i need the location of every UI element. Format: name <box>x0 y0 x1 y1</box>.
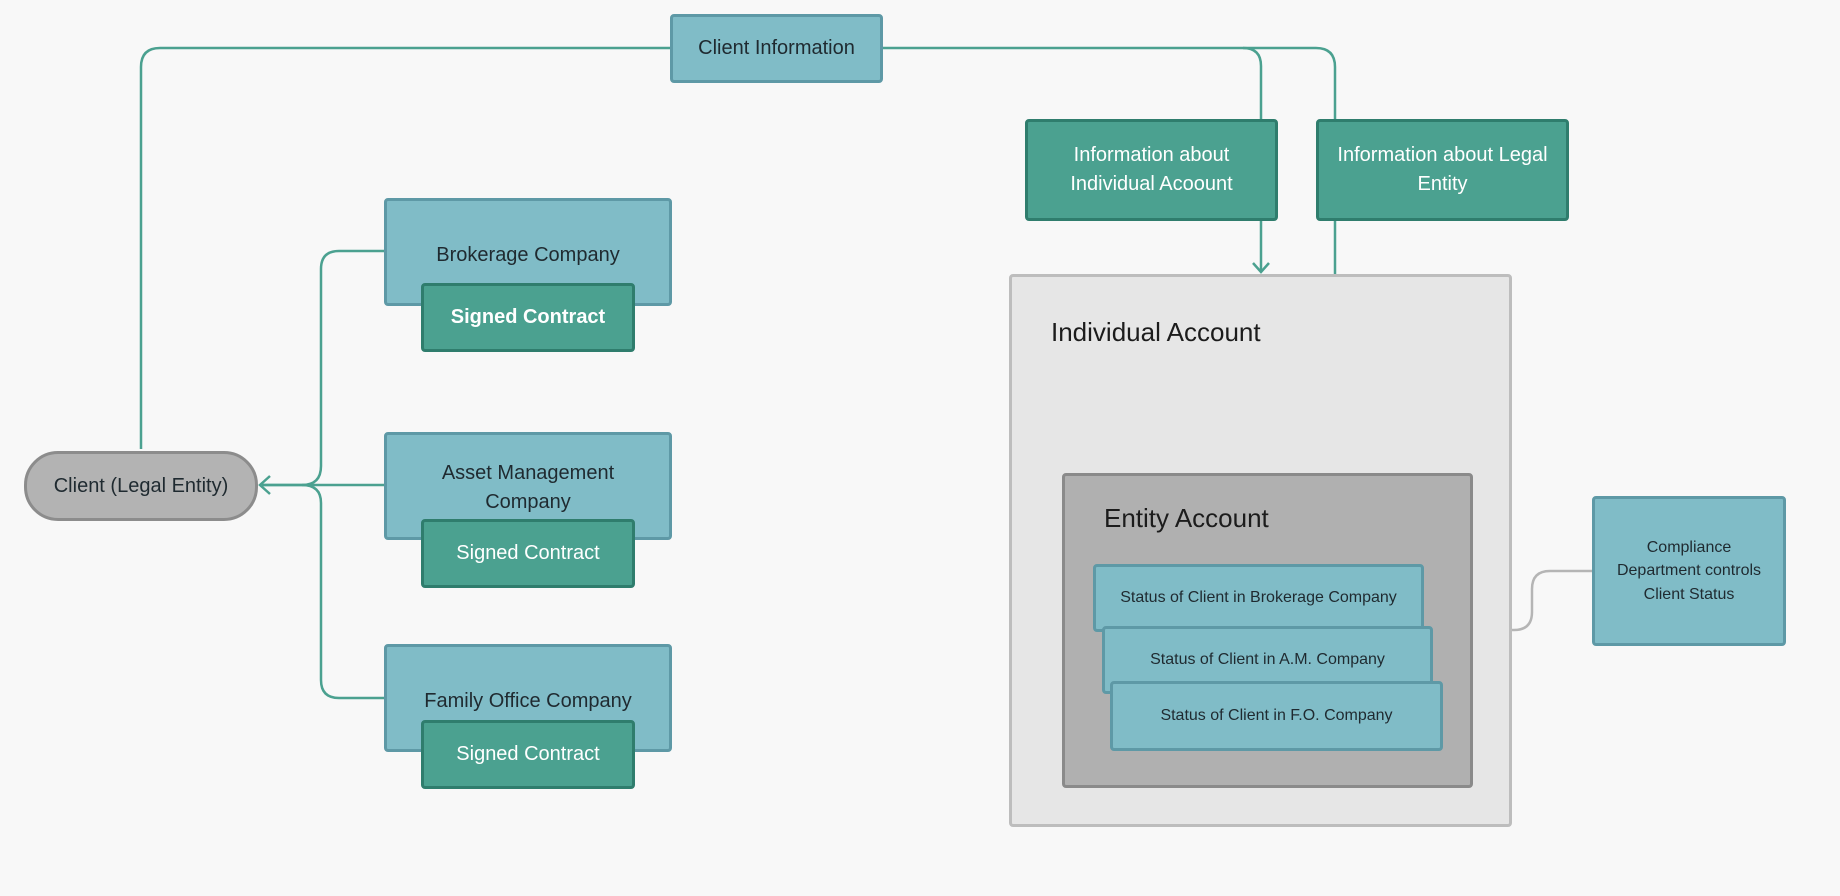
info-individual-account-label: Information about Individual Acoount <box>1070 144 1233 195</box>
status-brokerage-label: Status of Client in Brokerage Company <box>1120 589 1397 607</box>
line-client-info-to-client <box>139 46 670 449</box>
status-brokerage-box: Status of Client in Brokerage Company <box>1093 564 1424 632</box>
status-asset-management-label: Status of Client in A.M. Company <box>1150 651 1385 669</box>
entity-account-title: Entity Account <box>1104 503 1269 533</box>
arrow-individual-account <box>1252 262 1270 274</box>
compliance-label: Compliance Department controls Client St… <box>1616 539 1762 603</box>
status-family-office-label: Status of Client in F.O. Company <box>1160 707 1393 725</box>
individual-account-title: Individual Account <box>1051 317 1261 347</box>
info-legal-entity-box: Information about Legal Entity <box>1316 119 1569 221</box>
info-legal-entity-label: Information about Legal Entity <box>1337 144 1548 195</box>
compliance-box: Compliance Department controls Client St… <box>1592 496 1786 646</box>
line-entity-to-compliance <box>1474 569 1592 632</box>
client-legal-entity-label: Client (Legal Entity) <box>53 474 229 497</box>
info-individual-account-box: Information about Individual Acoount <box>1025 119 1278 221</box>
family-office-company-label: Family Office Company <box>424 690 632 712</box>
line-family-office-to-client <box>301 483 384 700</box>
asset-management-company-label: Asset Management Company <box>441 462 615 513</box>
line-client-info-to-entity-account <box>1243 46 1337 473</box>
asset-management-signed-contract-label: Signed Contract <box>456 542 600 564</box>
family-office-signed-contract-label: Signed Contract <box>456 743 600 765</box>
brokerage-company-label: Brokerage Company <box>436 244 620 266</box>
line-brokerage-to-client <box>262 249 384 487</box>
family-office-signed-contract: Signed Contract <box>421 720 635 789</box>
asset-management-signed-contract: Signed Contract <box>421 519 635 588</box>
brokerage-signed-contract-label: Signed Contract <box>450 306 606 328</box>
client-information-box: Client Information <box>670 14 883 83</box>
status-family-office-box: Status of Client in F.O. Company <box>1110 681 1443 751</box>
arrow-client-legal-entity <box>258 475 271 495</box>
client-legal-entity-node: Client (Legal Entity) <box>24 451 258 521</box>
brokerage-signed-contract: Signed Contract <box>421 283 635 352</box>
client-information-label: Client Information <box>698 37 855 59</box>
